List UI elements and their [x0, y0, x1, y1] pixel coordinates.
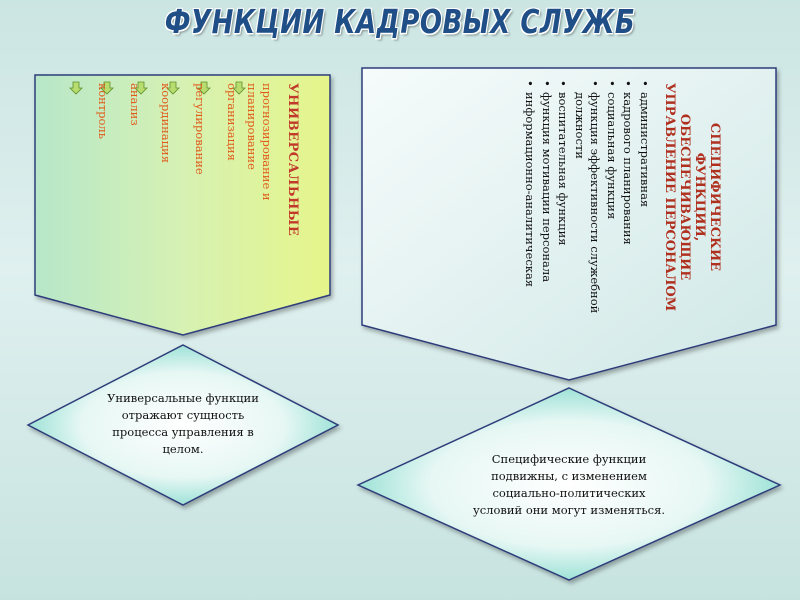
arrow-down-icon	[197, 81, 211, 95]
universal-item: регулирование	[193, 83, 207, 175]
specific-note-diamond	[356, 387, 782, 581]
specific-note-text: Специфические функции подвижны, с измене…	[472, 452, 666, 517]
page-title: ФУНКЦИИ КАДРОВЫХ СЛУЖБ	[164, 4, 636, 42]
specific-item: воспитательная функция	[555, 92, 571, 316]
arrow-down-icon	[100, 81, 114, 95]
specific-item: функция эффективности служебной должност…	[572, 92, 603, 316]
specific-item: информационно-аналитическая	[522, 92, 538, 316]
universal-heading: УНИВЕРСАЛЬНЫЕ	[285, 83, 300, 237]
specific-functions-block: СПЕЦИФИЧЕСКИЕ ФУНКЦИИ, ОБЕСПЕЧИВАЮЩИЕ УП…	[422, 78, 723, 316]
universal-note-diamond	[26, 344, 340, 506]
arrow-down-icon	[69, 81, 83, 95]
universal-note-text: Универсальные функции отражают сущность …	[107, 391, 259, 456]
universal-functions-block: УНИВЕРСАЛЬНЫЕ прогнозирование и планиров…	[67, 83, 302, 283]
universal-item: контроль	[96, 83, 110, 139]
arrow-down-icon	[134, 81, 148, 95]
universal-panel	[34, 74, 331, 336]
specific-item: социальная функция	[604, 92, 619, 316]
universal-item: организация	[225, 83, 239, 161]
arrow-down-icon	[232, 81, 246, 95]
specific-heading: СПЕЦИФИЧЕСКИЕ ФУНКЦИИ, ОБЕСПЕЧИВАЮЩИЕ УП…	[662, 82, 722, 312]
specific-item: кадрового планирования	[620, 92, 636, 316]
universal-item: прогнозирование и планирование	[245, 83, 274, 201]
arrow-down-icon	[166, 81, 180, 95]
universal-item: координация	[159, 83, 173, 163]
specific-item: административная	[637, 92, 652, 316]
specific-list: административная кадрового планирования …	[522, 78, 653, 316]
universal-item: анализ	[128, 83, 142, 126]
specific-item: функция мотивации персонала	[539, 92, 554, 316]
